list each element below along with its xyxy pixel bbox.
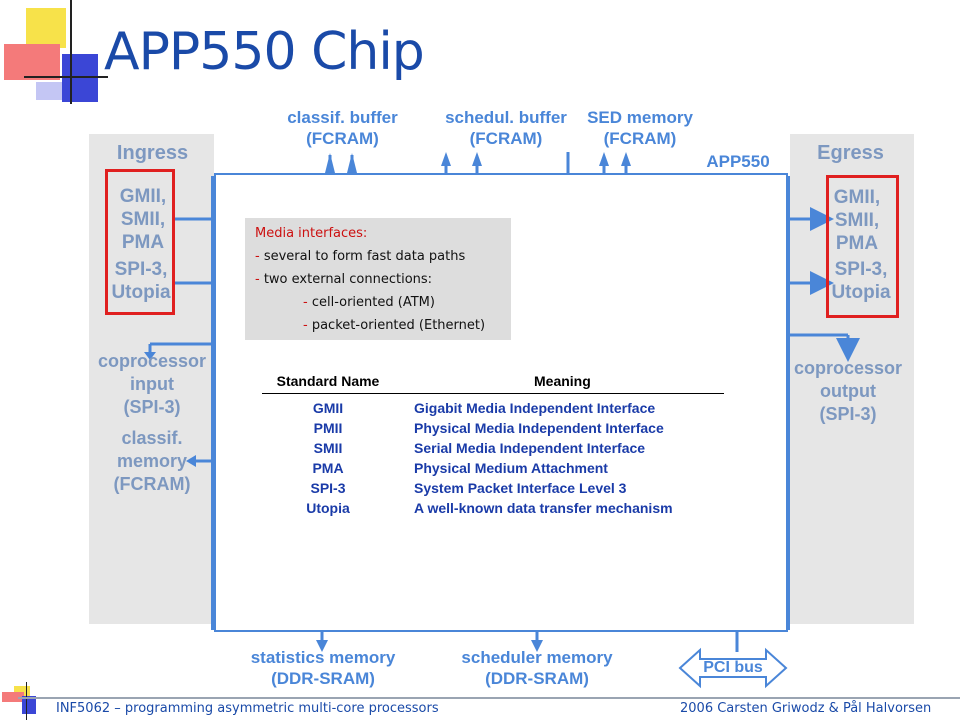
page-title: APP550 Chip [104, 22, 425, 82]
note-heading: Media interfaces: [255, 226, 368, 241]
app550-label: APP550 [706, 152, 770, 171]
note-line: - several to form fast data paths [255, 249, 466, 264]
egress-heading: Egress [817, 142, 884, 164]
classif-buffer-label: classif. buffer (FCRAM) [287, 108, 398, 148]
chip-right-edge [787, 176, 790, 630]
scheduler-memory-label: scheduler memory (DDR-SRAM) [461, 648, 613, 688]
coprocessor-input-label: coprocessor input (SPI-3) [97, 351, 207, 417]
ingress-spi-label: SPI-3, Utopia [111, 259, 171, 303]
sed-memory-label: SED memory (FCRAM) [587, 108, 693, 148]
note-line: - cell-oriented (ATM) [303, 295, 435, 310]
footer-logo-decoration [0, 680, 50, 720]
table-header: Standard Name Meaning [262, 373, 724, 394]
ingress-panel [89, 134, 214, 624]
note-line: - two external connections: [255, 272, 433, 287]
statistics-memory-label: statistics memory (DDR-SRAM) [250, 648, 396, 688]
ingress-gmii-label: GMII, SMII, PMA [119, 186, 167, 253]
logo-decoration [0, 0, 110, 110]
header-meaning: Meaning [534, 373, 591, 389]
note-line: - packet-oriented (Ethernet) [303, 318, 486, 333]
footer-course: INF5062 – programming asymmetric multi-c… [56, 701, 439, 716]
pci-bus-arrow [678, 647, 788, 689]
ingress-heading: Ingress [116, 142, 189, 164]
schedul-buffer-label: schedul. buffer (FCRAM) [445, 108, 567, 148]
ingress-interfaces-highlight [105, 169, 175, 315]
egress-spi-label: SPI-3, Utopia [831, 259, 891, 303]
chip-left-edge [211, 176, 214, 630]
egress-interfaces-highlight [826, 175, 899, 318]
header-standard-name: Standard Name [276, 373, 380, 389]
coprocessor-output-label: coprocessor output (SPI-3) [793, 358, 903, 424]
pci-bus-label: PCI bus [703, 659, 763, 676]
classif-memory-label: classif. memory (FCRAM) [113, 428, 191, 494]
footer-authors: 2006 Carsten Griwodz & Pål Halvorsen [680, 701, 932, 716]
media-interfaces-note: Media interfaces: - several to form fast… [245, 218, 511, 340]
egress-gmii-label: GMII, SMII, PMA [833, 187, 881, 254]
footer-divider [18, 697, 960, 699]
